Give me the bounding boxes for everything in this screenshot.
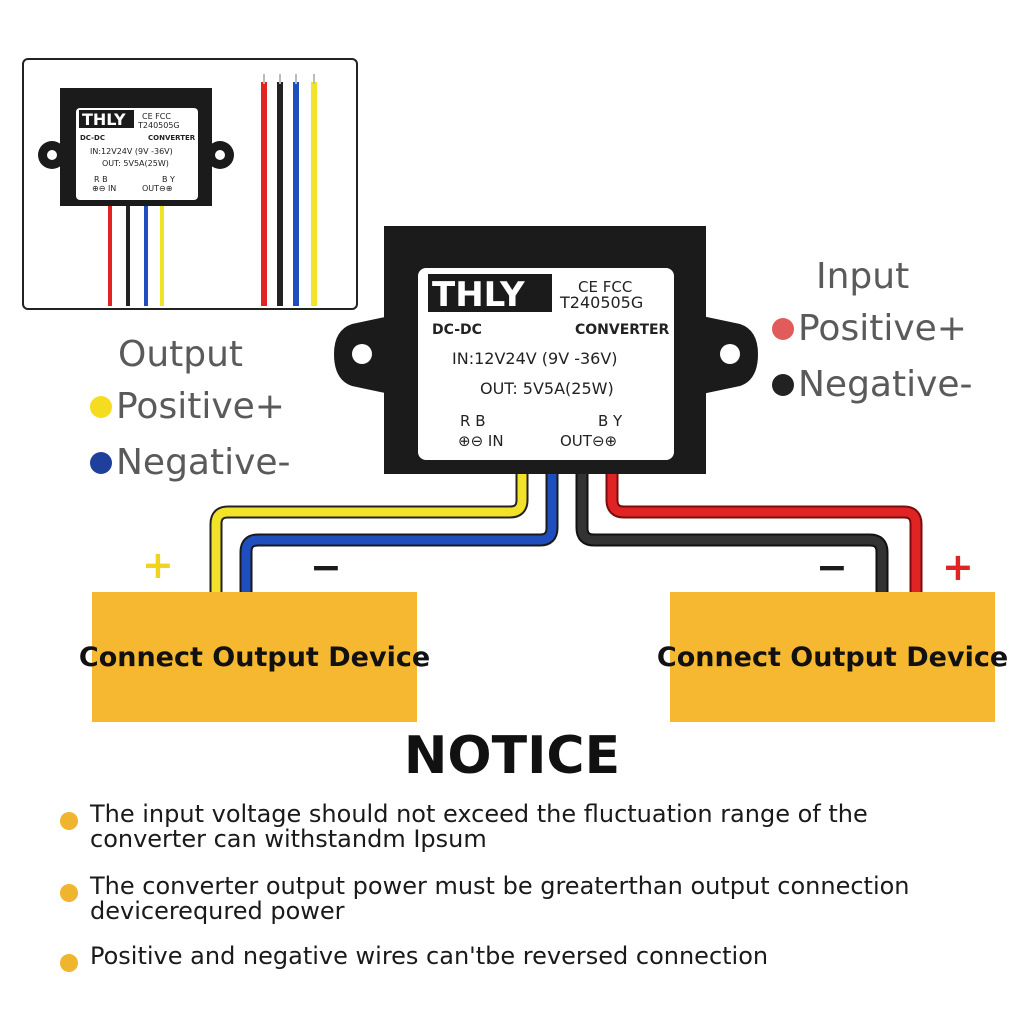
- thumbnail-converter-drawing: THLY CE FCC T240505G DC-DC CONVERTER IN:…: [38, 74, 317, 306]
- thumbnail-panel: THLY CE FCC T240505G DC-DC CONVERTER IN:…: [22, 58, 358, 310]
- converter-label-plate: [418, 268, 674, 460]
- bullet-dot-icon: [60, 954, 78, 972]
- wire-yellow-output-positive: [209, 470, 529, 594]
- input-legend-negative: Negative-: [772, 364, 973, 405]
- output-device-box-left: Connect Output Device: [79, 592, 430, 722]
- svg-text:B Y: B Y: [162, 175, 175, 184]
- converter-type-left: DC-DC: [432, 322, 482, 338]
- svg-text:T240505G: T240505G: [137, 121, 180, 130]
- wire-black-input-negative: [575, 470, 889, 594]
- input-legend-positive: Positive+: [772, 308, 967, 349]
- input-positive-label: Positive+: [798, 308, 967, 349]
- converter-in-wires: R B: [460, 412, 485, 430]
- input-legend-title: Input: [816, 256, 910, 297]
- converter-out-terminals: OUT⊖⊕: [560, 432, 617, 450]
- notice-item-text: The input voltage should not exceed the …: [90, 800, 868, 853]
- output-legend-positive: Positive+: [90, 386, 285, 427]
- brand-block: [428, 274, 552, 312]
- svg-text:⊕⊖ IN: ⊕⊖ IN: [92, 184, 116, 193]
- mounting-ear-left: [334, 316, 390, 394]
- svg-text:OUT⊖⊕: OUT⊖⊕: [142, 184, 172, 193]
- terminal-plus-right: +: [942, 545, 974, 589]
- red-dot-icon: [772, 317, 794, 340]
- output-legend-negative: Negative-: [90, 442, 291, 483]
- notice-item-text: The converter output power must be great…: [90, 872, 910, 925]
- notice-item: The input voltage should not exceed the …: [60, 802, 990, 852]
- converter-out-wires: B Y: [598, 412, 623, 430]
- notice-item: Positive and negative wires can'tbe reve…: [60, 944, 990, 972]
- notice-title: NOTICE: [403, 726, 621, 786]
- converter-model: T240505G: [559, 293, 643, 312]
- svg-text:DC-DC: DC-DC: [80, 134, 105, 142]
- svg-text:CONVERTER: CONVERTER: [148, 134, 196, 142]
- terminal-plus-left: +: [142, 543, 174, 587]
- converter-type-right: CONVERTER: [575, 322, 670, 338]
- svg-text:CE FCC: CE FCC: [142, 112, 171, 121]
- bullet-dot-icon: [60, 884, 78, 902]
- mounting-ear-right: [702, 316, 758, 394]
- terminal-minus-right: −: [816, 545, 848, 589]
- converter-certs: CE FCC: [578, 278, 632, 296]
- svg-text:R B: R B: [94, 175, 108, 184]
- output-legend-title: Output: [118, 334, 244, 375]
- main-wiring-diagram: THLY CE FCC T240505G DC-DC CONVERTER IN:…: [142, 226, 974, 594]
- bullet-dot-icon: [60, 812, 78, 830]
- notice-item: The converter output power must be great…: [60, 874, 990, 924]
- converter-output-spec: OUT: 5V5A(25W): [480, 379, 614, 398]
- output-device-box-right: Connect Output Device: [657, 592, 1008, 722]
- wire-red-input-positive: [605, 470, 923, 594]
- notice-item-text: Positive and negative wires can'tbe reve…: [90, 942, 769, 970]
- thumb-output-spec: OUT: 5V5A(25W): [102, 159, 169, 168]
- black-dot-icon: [772, 373, 794, 396]
- converter-input-spec: IN:12V24V (9V -36V): [452, 349, 618, 368]
- output-positive-label: Positive+: [116, 386, 285, 427]
- svg-text:THLY: THLY: [82, 110, 126, 129]
- blue-dot-icon: [90, 451, 112, 474]
- thumb-input-spec: IN:12V24V (9V -36V): [90, 147, 173, 156]
- wire-blue-output-negative: [239, 470, 559, 594]
- converter-brand: THLY: [432, 275, 525, 315]
- converter-in-terminals: ⊕⊖ IN: [458, 432, 504, 450]
- yellow-dot-icon: [90, 395, 112, 418]
- output-negative-label: Negative-: [116, 442, 291, 483]
- terminal-minus-left: −: [310, 545, 342, 589]
- input-negative-label: Negative-: [798, 364, 973, 405]
